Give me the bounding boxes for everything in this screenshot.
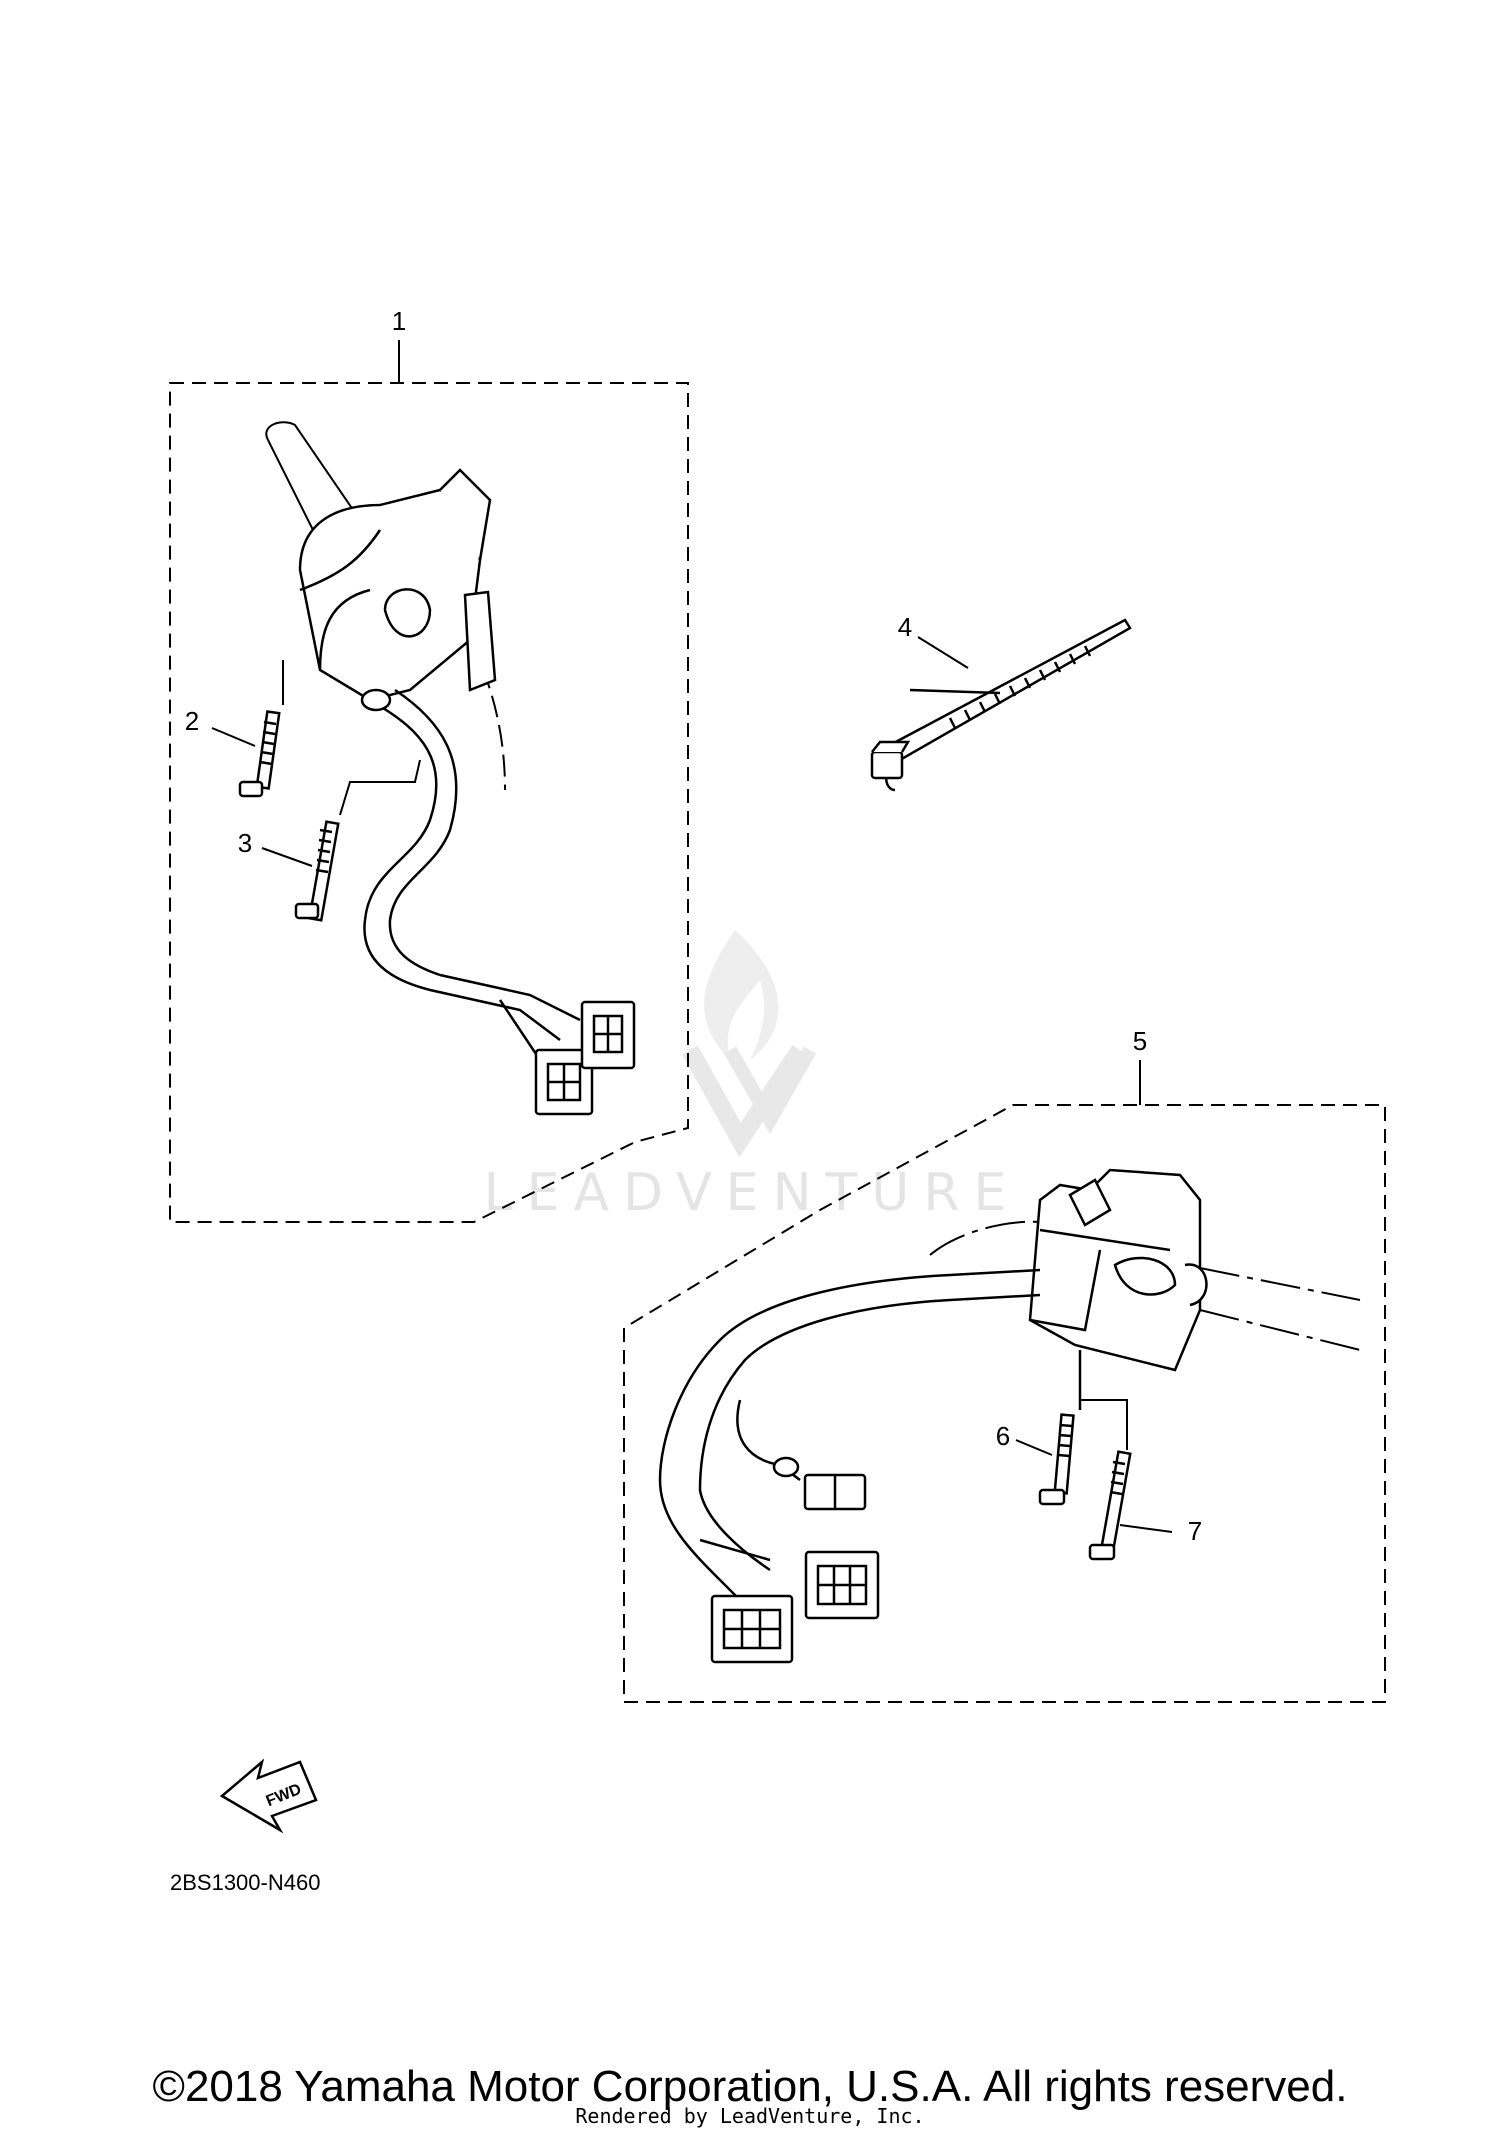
left-wire-harness (363, 688, 581, 1061)
left-connector-a (534, 1048, 594, 1116)
right-wire-harness (658, 1268, 1041, 1601)
screw-3-axis (339, 759, 421, 816)
right-connector-large-a (804, 1550, 880, 1620)
cable-tie-part-4 (870, 618, 1132, 792)
screw-part-3 (294, 820, 340, 922)
watermark-logo (682, 930, 817, 1158)
group-1-outline (169, 382, 689, 1223)
diagram-code: 2BS1300-N460 (170, 1870, 320, 1895)
label-part-7: 7 (1188, 1516, 1202, 1546)
label-part-1: 1 (392, 306, 406, 336)
label-part-2: 2 (185, 706, 199, 736)
leader-7 (1119, 1524, 1173, 1533)
rendered-by-note: Rendered by LeadVenture, Inc. (575, 2104, 925, 2128)
label-part-6: 6 (996, 1421, 1010, 1451)
right-connector-large-b (710, 1594, 794, 1664)
label-part-3: 3 (238, 828, 252, 858)
screw-part-2 (238, 710, 281, 798)
leader-2 (211, 727, 256, 747)
right-grommet (772, 1456, 800, 1478)
screw-part-6 (1038, 1413, 1075, 1506)
label-part-5: 5 (1133, 1026, 1147, 1056)
watermark-text: LEADVENTURE (484, 1163, 1021, 1223)
leader-3 (261, 847, 313, 867)
fwd-arrow-icon (219, 1758, 318, 1834)
left-connector-b (580, 1000, 636, 1070)
left-switch-housing (298, 468, 497, 702)
left-grommet (360, 688, 392, 712)
leader-6 (1015, 1439, 1053, 1456)
label-part-4: 4 (898, 612, 912, 642)
right-connector-small (803, 1473, 867, 1511)
screw-7-axis (1079, 1399, 1128, 1450)
right-handlebar (929, 1220, 1361, 1351)
leader-4 (917, 636, 969, 669)
copyright-notice: ©2018 Yamaha Motor Corporation, U.S.A. A… (152, 2062, 1348, 2111)
group-5-outline (623, 1104, 1386, 1703)
right-switch-housing (1028, 1168, 1208, 1410)
screw-part-7 (1088, 1450, 1132, 1561)
